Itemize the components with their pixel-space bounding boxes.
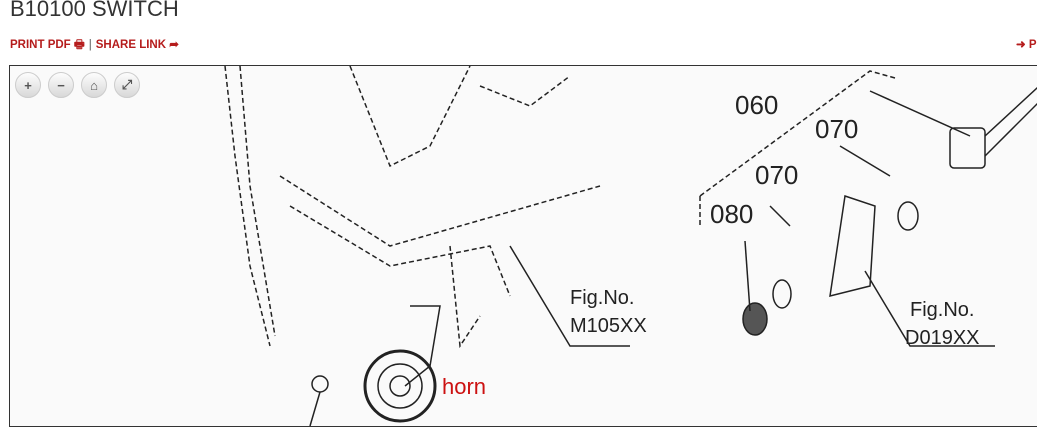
callout-060: 060 [735,90,778,120]
share-link-label: SHARE LINK [95,39,167,51]
fig-label-2: Fig.No. [910,299,974,321]
zoom-out-button[interactable]: − [48,72,74,98]
callout-070-top: 070 [815,114,858,144]
horn-annotation: horn [442,374,486,399]
previous-label: P [1028,39,1037,51]
print-pdf-label: PRINT PDF [10,39,71,51]
diagram-viewer[interactable]: + − ⌂ ⤢ 060 070 070 080 Fig.No. M105XX F… [9,65,1037,427]
share-arrow-icon: ➦ [169,39,179,51]
share-link[interactable]: SHARE LINK ➦ [96,39,179,51]
parts-diagram: 060 070 070 080 Fig.No. M105XX Fig.No. D… [224,66,1037,426]
home-button[interactable]: ⌂ [81,72,107,98]
callout-070: 070 [755,160,798,190]
printer-icon: 🖶 [73,39,85,51]
fig-number-1: M105XX [570,315,647,337]
previous-link[interactable]: ➜ P [1016,37,1037,51]
callout-080: 080 [710,199,753,229]
action-links: PRINT PDF 🖶|SHARE LINK ➦ [10,37,179,56]
fig-number-2: D019XX [905,327,980,349]
arrow-left-circle-icon: ➜ [1016,39,1026,51]
separator: | [88,39,92,51]
page-title: B10100 SWITCH [10,0,179,21]
zoom-in-button[interactable]: + [15,72,41,98]
fullscreen-button[interactable]: ⤢ [114,72,140,98]
fig-label-1: Fig.No. [570,287,634,309]
print-pdf-link[interactable]: PRINT PDF 🖶 [10,39,85,51]
